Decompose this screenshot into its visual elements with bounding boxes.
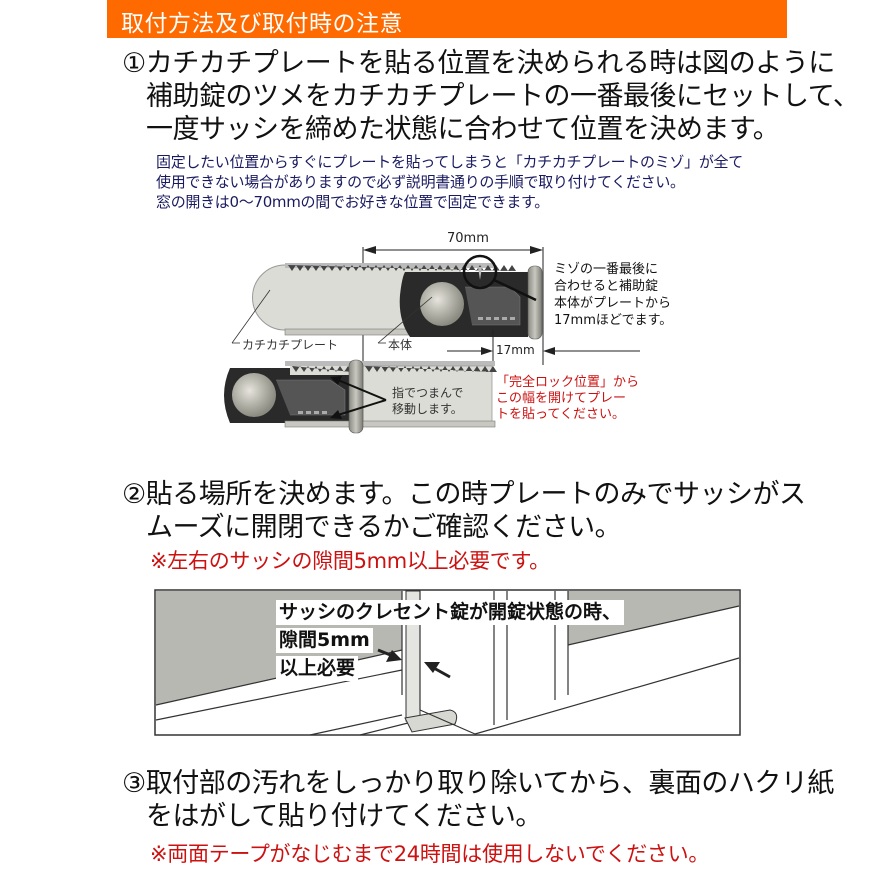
sash-label-line-3: 以上必要	[276, 656, 359, 681]
step-2-instructions: ②貼る場所を決めます。この時プレートのみでサッシがス ムーズに開閉できるかご確認…	[122, 478, 806, 544]
step-2-warning: ※左右のサッシの隙間5mm以上必要です。	[150, 549, 550, 573]
red-note-line-1: 「完全ロック位置」から	[496, 375, 640, 390]
callout-line-2: 合わせると補助錠	[554, 279, 659, 294]
sash-label-line-1: サッシのクレセント錠が開錠状態の時、	[276, 600, 625, 625]
step-1-line-2: 補助錠のツメをカチカチプレートの一番最後にセットして、	[146, 81, 860, 112]
red-note-line-3: トを貼ってください。	[496, 407, 625, 422]
sash-gap-diagram: サッシのクレセント錠が開錠状態の時、 隙間5mm 以上必要	[150, 580, 750, 750]
step-3-instructions: ③取付部の汚れをしっかり取り除いてから、裏面のハクリ紙 をはがして貼り付けてくだ…	[122, 767, 834, 833]
finger-instruction: 指でつまんで 移動します。	[392, 385, 463, 417]
label-body: 本体	[388, 338, 413, 352]
section-title: 取付方法及び取付時の注意	[121, 11, 403, 37]
step-3-line-1: ③取付部の汚れをしっかり取り除いてから、裏面のハクリ紙	[122, 768, 834, 799]
plate-lock-illustration	[224, 246, 640, 434]
step-1-note: 固定したい位置からすぐにプレートを貼ってしまうと「カチカチプレートのミゾ」が全て…	[156, 152, 743, 212]
finger-line-1: 指でつまんで	[392, 386, 464, 400]
step-3-warning: ※両面テープがなじむまで24時間は使用しないでください。	[150, 842, 710, 866]
note-line-1: 固定したい位置からすぐにプレートを貼ってしまうと「カチカチプレートのミゾ」が全て	[156, 153, 743, 171]
note-line-3: 窓の開きは0～70mmの間でお好きな位置で固定できます。	[156, 193, 549, 211]
plate-diagram: 70mm カチカチプレート 本体 17mm ミゾの一番最後に 合わせると補助錠 …	[210, 225, 690, 445]
dimension-17mm: 17mm	[496, 343, 535, 357]
lock-position-note: 「完全ロック位置」から この幅を開けてプレー トを貼ってください。	[496, 375, 639, 423]
section-header: 取付方法及び取付時の注意	[107, 0, 787, 38]
callout-text: ミゾの一番最後に 合わせると補助錠 本体がプレートから 17mmほどでます。	[554, 261, 672, 329]
dimension-70mm: 70mm	[447, 231, 489, 246]
note-line-2: 使用できない場合がありますので必ず説明書通りの手順で取り付けてください。	[156, 173, 685, 191]
step-2-line-2: ムーズに開閉できるかご確認ください。	[146, 512, 622, 543]
label-plate: カチカチプレート	[242, 338, 339, 352]
red-note-line-2: この幅を開けてプレー	[496, 391, 627, 406]
step-3-line-2: をはがして貼り付けてください。	[146, 801, 542, 832]
sash-label-line-2: 隙間5mm	[276, 628, 373, 653]
step-1-line-3: 一度サッシを締めた状態に合わせて位置を決めます。	[146, 114, 780, 145]
finger-line-2: 移動します。	[392, 402, 463, 416]
step-1-instructions: ①カチカチプレートを貼る位置を決められる時は図のように 補助錠のツメをカチカチプ…	[122, 47, 860, 146]
callout-line-1: ミゾの一番最後に	[554, 262, 659, 277]
callout-line-4: 17mmほどでます。	[554, 313, 673, 328]
callout-line-3: 本体がプレートから	[554, 296, 672, 311]
step-2-line-1: ②貼る場所を決めます。この時プレートのみでサッシがス	[122, 479, 806, 510]
step-1-line-1: ①カチカチプレートを貼る位置を決められる時は図のように	[122, 48, 835, 79]
